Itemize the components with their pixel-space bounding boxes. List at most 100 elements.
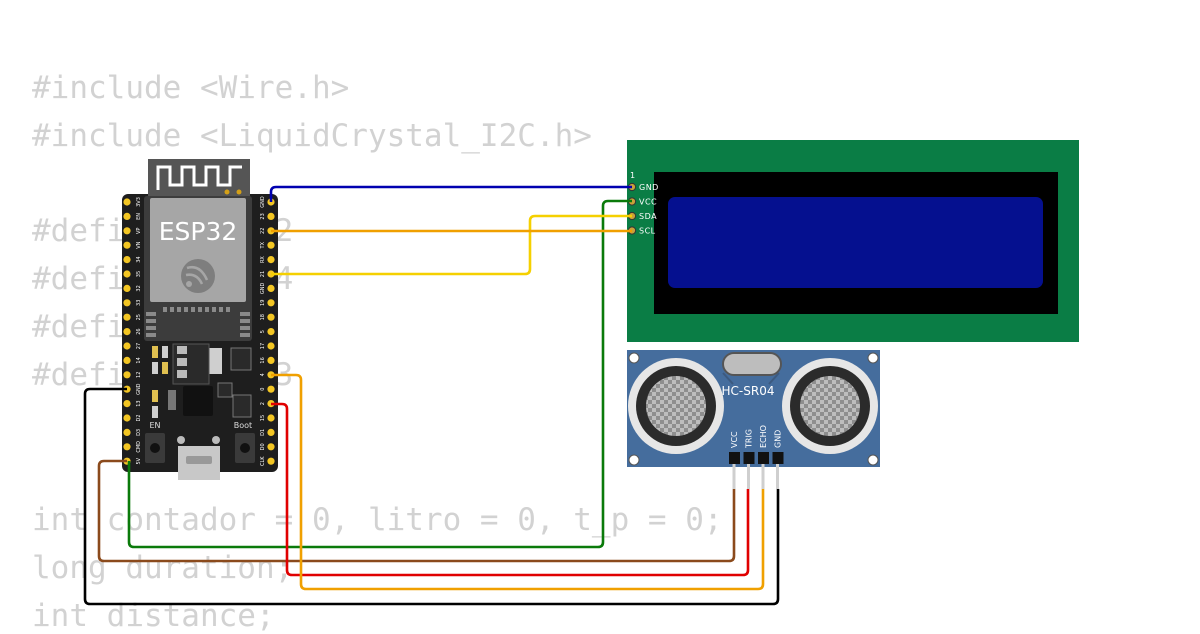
wire-echo[interactable] — [271, 373, 765, 591]
esp32-left-pin-label: 27 — [136, 343, 142, 349]
esp32-left-pin-d2[interactable] — [123, 414, 131, 422]
esp32-right-pin-label: 4 — [260, 373, 266, 376]
esp32-left-pin-vn[interactable] — [123, 241, 131, 249]
lcd-pin1-marker: 1 — [630, 171, 635, 180]
sensor-pin-leg — [761, 464, 765, 489]
sensor-pin-vcc[interactable] — [729, 452, 740, 464]
esp32-left-pin-35[interactable] — [123, 270, 131, 278]
esp32-right-pin-5[interactable] — [267, 328, 275, 336]
esp32-left-pin-label: 32 — [136, 285, 142, 291]
esp32-left-pin-25[interactable] — [123, 313, 131, 321]
esp32-left-pin-label: D2 — [136, 414, 142, 421]
esp32-right-pin-16[interactable] — [267, 356, 275, 364]
lcd-pin-label: GND — [639, 183, 659, 192]
lcd-pin-label: SCL — [639, 227, 656, 236]
espressif-logo-icon — [181, 259, 215, 293]
esp32-left-pin-13[interactable] — [123, 400, 131, 408]
esp32-right-pin-label: 17 — [260, 343, 266, 349]
esp32-left-pin-label: 34 — [136, 256, 142, 262]
sensor-pin-leg — [776, 464, 779, 489]
sensor-pin-gnd[interactable] — [772, 452, 784, 464]
esp32-left-pin-label: 33 — [136, 300, 142, 306]
esp32-left-pin-34[interactable] — [123, 256, 131, 264]
esp32-left-pin-label: 25 — [136, 314, 142, 320]
esp32-left-pin-32[interactable] — [123, 284, 131, 292]
esp32-right-pin-label: 19 — [260, 300, 266, 306]
esp32-left-pin-label: 35 — [136, 271, 142, 277]
wire-sda[interactable] — [271, 214, 632, 276]
esp32-right-pin-15[interactable] — [267, 414, 275, 422]
wires — [83, 185, 780, 606]
esp32-left-pin-12[interactable] — [123, 371, 131, 379]
sensor-pin-label: VCC — [730, 431, 739, 448]
esp32-label: ESP32 — [159, 217, 238, 246]
esp32-right-pin-17[interactable] — [267, 342, 275, 350]
esp32-left-pin-label: CMD — [136, 441, 142, 453]
esp32-left-pin-label: 14 — [136, 357, 142, 363]
esp32-left-pin-vp[interactable] — [123, 227, 131, 235]
sensor-pin-label: TRIG — [745, 429, 754, 449]
esp32-left-header: 3V3ENVPVN343532332526271412GND13D2D3CMD5… — [123, 197, 142, 465]
wire-gnd-lcd[interactable] — [269, 185, 632, 202]
esp32-right-pin-18[interactable] — [267, 313, 275, 321]
crystal-oscillator — [722, 352, 782, 385]
esp32-right-pin-label: 18 — [260, 314, 266, 320]
esp32-right-pin-label: D1 — [260, 429, 266, 436]
esp32-right-pin-label: 2 — [260, 402, 266, 405]
esp32-right-pin-label: 15 — [260, 415, 266, 421]
esp32-left-pin-cmd[interactable] — [123, 443, 131, 451]
esp32-left-pin-label: 12 — [136, 372, 142, 378]
esp32-right-pin-d0[interactable] — [267, 443, 275, 451]
sensor-pin-label: ECHO — [759, 425, 768, 448]
esp32-board[interactable]: ESP32 EN Boot — [122, 159, 278, 480]
sensor-pin-leg — [732, 464, 736, 489]
esp32-right-pin-23[interactable] — [267, 212, 275, 220]
esp32-right-pin-19[interactable] — [267, 299, 275, 307]
sensor-pin-echo[interactable] — [758, 452, 769, 464]
esp32-right-pin-0[interactable] — [267, 385, 275, 393]
esp32-left-pin-label: 13 — [136, 400, 142, 406]
usb-connector — [177, 436, 220, 480]
boot-button[interactable] — [235, 433, 255, 463]
wire-vcc-sensor[interactable] — [97, 459, 736, 563]
esp32-right-pin-label: TX — [260, 241, 266, 249]
esp32-left-pin-3v3[interactable] — [123, 198, 131, 206]
esp32-left-pin-label: VN — [136, 241, 142, 248]
esp32-right-pin-label: 23 — [260, 213, 266, 219]
esp32-right-pin-clk[interactable] — [267, 457, 275, 465]
esp32-right-pin-d1[interactable] — [267, 428, 275, 436]
esp32-right-pin-gnd[interactable] — [267, 284, 275, 292]
esp32-left-pin-26[interactable] — [123, 328, 131, 336]
en-button[interactable] — [145, 433, 165, 463]
esp32-left-pin-14[interactable] — [123, 356, 131, 364]
wire-vcc-lcd[interactable] — [127, 199, 632, 549]
esp32-right-pin-tx[interactable] — [267, 241, 275, 249]
esp32-left-pin-label: 5V — [136, 457, 142, 464]
code-long-duration: long duration; — [32, 550, 294, 586]
esp32-right-pin-label: GND — [260, 196, 266, 208]
esp32-left-pin-en[interactable] — [123, 212, 131, 220]
lcd-pin-label: VCC — [639, 198, 657, 207]
transducer-left — [628, 358, 724, 454]
esp32-right-pin-label: RX — [260, 256, 266, 263]
sensor-pin-trig[interactable] — [743, 452, 755, 464]
esp32-left-pin-d3[interactable] — [123, 428, 131, 436]
esp32-right-pin-label: 16 — [260, 357, 266, 363]
esp32-left-pin-label: VP — [136, 228, 142, 234]
mount-holes — [628, 352, 879, 466]
esp32-left-pin-label: D3 — [136, 429, 142, 436]
esp32-left-pin-27[interactable] — [123, 342, 131, 350]
wire-gnd-sensor[interactable] — [83, 387, 780, 606]
esp32-left-pin-33[interactable] — [123, 299, 131, 307]
code-include-lcd: #include <LiquidCrystal_I2C.h> — [32, 118, 592, 154]
esp32-right-pin-rx[interactable] — [267, 256, 275, 264]
module-castellations — [146, 307, 250, 337]
esp32-shield — [150, 198, 246, 302]
wire-trig[interactable] — [271, 402, 750, 577]
esp32-right-pin-label: 5 — [260, 330, 266, 333]
